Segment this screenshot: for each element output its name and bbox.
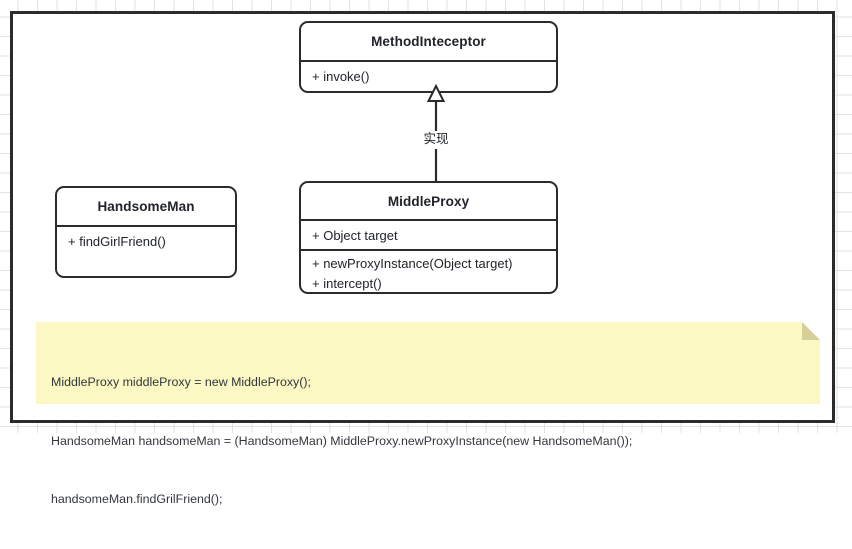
note-line: MiddleProxy middleProxy = new MiddleProx…: [51, 375, 311, 389]
uml-class-title-handsomeman: HandsomeMan: [97, 199, 195, 214]
uml-member: + intercept(): [312, 276, 382, 291]
uml-member: + findGirlFriend(): [68, 234, 166, 249]
note-text: MiddleProxy middleProxy = new MiddleProx…: [51, 334, 632, 549]
uml-member: + Object target: [312, 228, 398, 243]
uml-class-title-middleproxy: MiddleProxy: [387, 193, 470, 209]
uml-class-middleproxy[interactable]: MiddleProxy + Object target + newProxyIn…: [299, 181, 558, 294]
uml-methods-middleproxy: + newProxyInstance(Object target) + inte…: [301, 249, 556, 292]
code-note[interactable]: MiddleProxy middleProxy = new MiddleProx…: [36, 322, 820, 506]
uml-class-methodinteceptor[interactable]: MethodInteceptor + invoke(): [299, 21, 558, 93]
uml-member: + invoke(): [312, 69, 370, 84]
diagram-canvas: MethodInteceptor + invoke() 实现 HandsomeM…: [0, 0, 852, 506]
realization-label: 实现: [409, 131, 463, 149]
diagram-frame: MethodInteceptor + invoke() 实现 HandsomeM…: [10, 11, 835, 506]
uml-class-handsomeman[interactable]: HandsomeMan + findGirlFriend(): [55, 186, 237, 278]
uml-fields-middleproxy: + Object target: [301, 219, 556, 249]
uml-methods-handsomeman: + findGirlFriend(): [57, 225, 235, 276]
note-shape-icon: [36, 322, 820, 404]
uml-methods-methodinteceptor: + invoke(): [301, 60, 556, 91]
note-line: HandsomeMan handsomeMan = (HandsomeMan) …: [51, 433, 633, 448]
uml-class-title-methodinteceptor: MethodInteceptor: [371, 34, 486, 49]
uml-member: + newProxyInstance(Object target): [312, 256, 513, 271]
note-line: handsomeMan.findGrilFriend();: [51, 492, 223, 506]
